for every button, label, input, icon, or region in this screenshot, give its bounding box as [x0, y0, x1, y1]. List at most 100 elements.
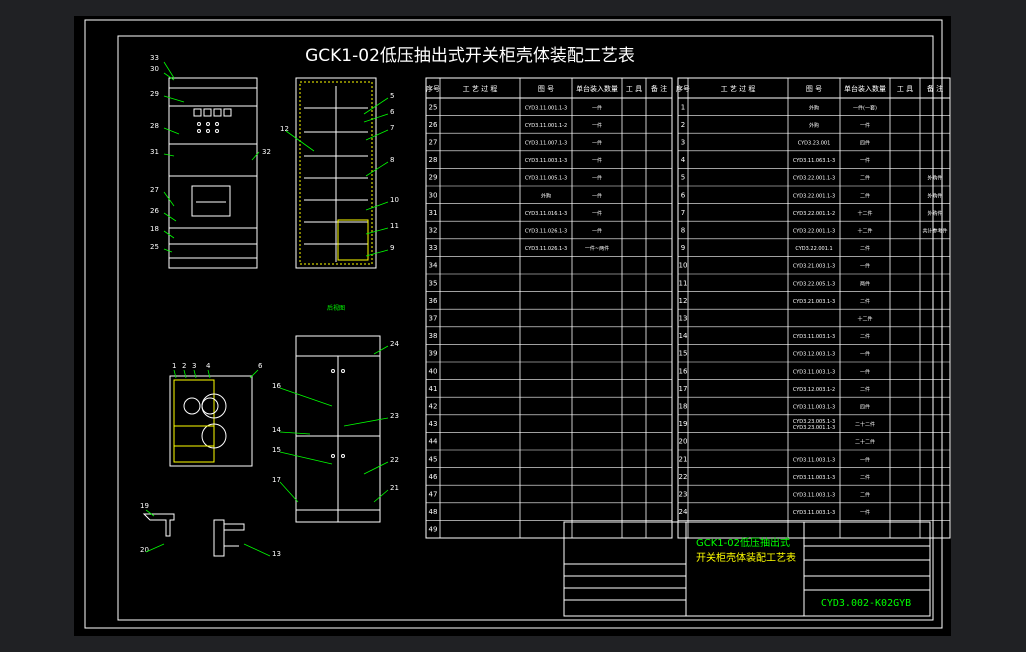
table-cell-seq: 16	[679, 367, 688, 375]
table-cell-seq: 32	[429, 227, 438, 235]
table-cell-qty: 一件	[860, 456, 870, 463]
table-cell-seq: 17	[679, 385, 688, 393]
table-header-cell: 工 具	[626, 85, 642, 93]
leader-line	[373, 345, 389, 355]
table-cell-seq: 35	[429, 279, 438, 287]
leader-line	[363, 113, 389, 123]
callout-16: 16	[272, 382, 281, 390]
callout-24: 24	[390, 340, 399, 348]
leader-line	[145, 509, 155, 517]
leader-line	[343, 417, 389, 427]
table-header-cell: 序号	[426, 84, 440, 93]
callout-6: 6	[390, 108, 395, 116]
callout-2: 2	[182, 362, 186, 370]
table-cell-drawing: CYD3.11.026.1-3	[525, 246, 567, 252]
leader-line	[365, 249, 389, 257]
table-cell-qty: 两件	[860, 280, 870, 287]
table-cell-qty: 一件	[592, 140, 602, 147]
leader-line	[365, 227, 389, 235]
table-header-cell: 序号	[676, 84, 690, 93]
table-cell-qty: 一件	[592, 192, 602, 199]
leader-line	[163, 230, 175, 239]
table-cell-qty: 二十二件	[855, 421, 875, 428]
table-cell-seq: 23	[679, 491, 688, 499]
table-cell-seq: 7	[681, 209, 685, 217]
leader-line	[243, 543, 271, 557]
table-cell-drawing: CYD3.11.003.1-3	[793, 493, 835, 499]
table-cell-qty: 一件	[860, 509, 870, 516]
table-cell-seq: 9	[681, 244, 685, 252]
leader-line	[163, 191, 175, 207]
table-cell-qty: 一件	[592, 175, 602, 182]
callout-10: 10	[390, 196, 399, 204]
leader-line	[251, 151, 260, 161]
table-cell-qty: 一件	[592, 157, 602, 164]
callout-20: 20	[140, 546, 149, 554]
table-cell-seq: 27	[429, 139, 438, 147]
table-header-cell: 单台装入数量	[844, 84, 886, 93]
table-cell-seq: 40	[429, 367, 438, 375]
table-cell-qty: 四件	[860, 140, 870, 147]
table-cell-qty: 十二件	[857, 316, 872, 323]
table-cell-drawing: CYD3.11.003.1-3	[525, 158, 567, 164]
table-cell-seq: 26	[429, 121, 438, 129]
table-border	[425, 77, 673, 539]
callout-19: 19	[140, 502, 149, 510]
table-cell-seq: 28	[429, 156, 438, 164]
leader-line	[279, 431, 311, 435]
table-cell-seq: 11	[679, 279, 688, 287]
table-cell-drawing: CYD3.22.001.1-3	[793, 193, 835, 199]
table-border	[677, 77, 951, 539]
table-cell-drawing: CYD3.22.001.1-2	[793, 211, 835, 217]
leader-line	[163, 127, 180, 135]
table-cell-drawing: CYD3.11.003.1-3	[793, 475, 835, 481]
leader-line	[373, 489, 389, 503]
table-cell-drawing: CYD3.11.026.1-3	[525, 229, 567, 235]
callout-12: 12	[280, 125, 289, 133]
detail-views	[142, 513, 245, 557]
callout-7: 7	[390, 124, 394, 132]
table-cell-drawing: CYD3.11.003.1-3	[793, 457, 835, 463]
table-header-cell: 工 具	[897, 85, 913, 93]
callout-22: 22	[390, 456, 399, 464]
table-cell-drawing: CYD3.11.016.1-3	[525, 211, 567, 217]
table-cell-qty: 一件	[860, 157, 870, 164]
table-cell-seq: 31	[429, 209, 438, 217]
table-cell-seq: 33	[429, 244, 438, 252]
table-cell-drawing: CYD3.11.001.1-2	[525, 123, 567, 129]
table-cell-qty: 二十二件	[855, 439, 875, 446]
table-cell-qty: 一件(一套)	[853, 104, 877, 111]
table-cell-seq: 3	[681, 139, 685, 147]
table-cell-seq: 8	[681, 227, 685, 235]
leader-line	[279, 451, 333, 465]
callout-21: 21	[390, 484, 399, 492]
callout-31: 31	[150, 148, 159, 156]
detail-view-callouts: 19 20 13	[140, 502, 281, 558]
table-cell-qty: 一件	[860, 263, 870, 270]
leader-line	[163, 72, 175, 81]
table-cell-seq: 20	[679, 438, 688, 446]
table-cell-qty: 二件	[860, 192, 870, 199]
table-cell-qty: 二件	[860, 386, 870, 393]
callout-5: 5	[390, 92, 394, 100]
outer-frame	[84, 19, 943, 629]
table-cell-drawing: CYD3.11.003.1-3	[793, 510, 835, 516]
table-header-cell: 图 号	[538, 85, 554, 93]
table-cell-qty: 二件	[860, 492, 870, 499]
leader-line	[207, 369, 211, 379]
table-cell-drawing: 外购	[541, 192, 551, 199]
leader-line	[163, 212, 177, 222]
callout-13: 13	[272, 550, 281, 558]
leader-line	[363, 97, 389, 115]
table-cell-drawing: 外购	[809, 122, 819, 129]
table-cell-seq: 44	[429, 438, 438, 446]
table-cell-drawing: CYD3.11.005.1-3	[525, 176, 567, 182]
callout-32: 32	[262, 148, 271, 156]
side-view	[169, 375, 253, 467]
callout-3: 3	[192, 362, 196, 370]
table-cell-seq: 41	[429, 385, 438, 393]
table-cell-seq: 18	[679, 403, 688, 411]
leader-line	[145, 543, 165, 553]
